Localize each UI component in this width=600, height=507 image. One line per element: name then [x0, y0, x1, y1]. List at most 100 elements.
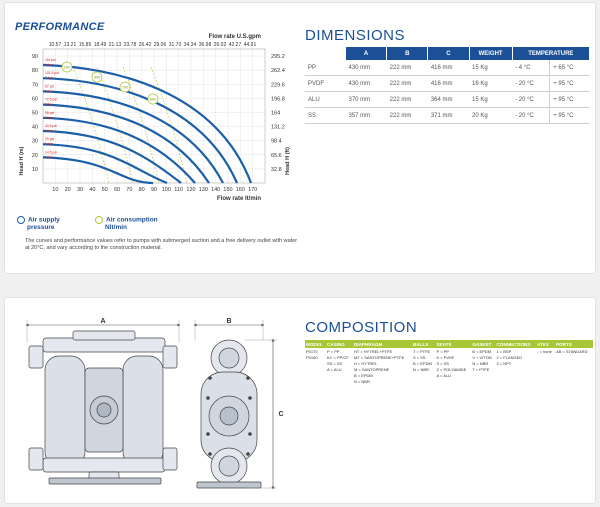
pump-front-view — [28, 330, 178, 485]
pressure-curve — [42, 143, 168, 185]
flow-tick-label: 100 — [162, 187, 171, 193]
air-consumption-legend: Air consumption Nlt/min — [95, 216, 158, 231]
air-consumption-marker — [91, 71, 103, 83]
pressure-label: 29 psi — [45, 137, 54, 141]
dimensions-value-cell: 222 mm — [386, 107, 428, 124]
dimension-b-line: B — [193, 318, 265, 340]
composition-atex-cell: - = none — [536, 348, 555, 385]
air-supply-label: Air supply — [28, 216, 60, 224]
air-consumption-marker — [119, 81, 131, 93]
air-consumption-marker — [61, 61, 73, 73]
composition-option: B = EPDM — [413, 361, 432, 366]
pressure-label: 5 bar — [45, 103, 54, 107]
composition-option: SS = SS — [326, 361, 343, 366]
dimensions-header-c: C — [427, 47, 470, 60]
flow-usgpm-tick-label: 15.85 — [79, 42, 92, 48]
flow-usgpm-tick-label: 42.27 — [229, 42, 242, 48]
pressure-label: 1 bar — [45, 155, 54, 159]
head-ft-tick-label: 262.4 — [271, 68, 285, 74]
flow-tick-label: 90 — [151, 187, 157, 193]
head-m-tick-label: 60 — [32, 96, 38, 102]
dimensions-value-cell: - 4 °C — [512, 60, 551, 76]
pressure-curve — [42, 156, 154, 185]
composition-option: N = NBR — [472, 361, 489, 366]
head-ft-tick-label: 131.2 — [271, 125, 285, 131]
air-consumption-marker-label: 400 — [94, 75, 101, 80]
dimensions-value-cell: 15 Kg — [469, 91, 513, 108]
dimensions-header-temperature: TEMPERATURE — [512, 47, 591, 60]
pressure-label: 7 bar — [45, 76, 54, 80]
dimensions-value-cell: 416 mm — [427, 75, 470, 92]
dimensions-value-cell: 357 mm — [345, 107, 387, 124]
air-consumption-marker-label: 700 — [122, 85, 129, 90]
composition-option: A = ALU — [436, 373, 452, 378]
dimensions-value-cell: 222 mm — [386, 60, 428, 76]
flow-tick-label: 110 — [174, 187, 183, 193]
flow-usgpm-tick-label: 23.78 — [124, 42, 137, 48]
head-m-tick-label: 50 — [32, 110, 38, 116]
dimensions-header-weight: WEIGHT — [469, 47, 513, 60]
dimensions-value-cell: 370 mm — [345, 91, 387, 108]
head-ft-tick-label: 196.8 — [271, 96, 285, 102]
air-consumption-sublabel: Nlt/min — [105, 224, 128, 231]
dimensions-value-cell: 416 mm — [427, 60, 470, 76]
composition-option: N = NBR — [413, 367, 429, 372]
composition-option: P0170 — [306, 349, 318, 354]
flow-tick-label: 130 — [199, 187, 208, 193]
flow-usgpm-tick-label: 21.13 — [109, 42, 122, 48]
dimensions-value-cell: 222 mm — [386, 75, 428, 92]
dimensions-header-blank — [305, 47, 346, 60]
dimensions-header-b: B — [386, 47, 429, 60]
flow-tick-label: 10 — [52, 187, 58, 193]
flow-usgpm-tick-label: 44.91 — [244, 42, 257, 48]
composition-option: 1 = BSP — [496, 349, 512, 354]
head-m-tick-label: 40 — [32, 125, 38, 131]
pressure-label: 2 bar — [45, 142, 54, 146]
dimensions-material-cell: ALU — [305, 91, 346, 108]
composition-ports-cell: AB = STANDARD — [555, 348, 593, 385]
drawing-composition-card: A B — [4, 297, 596, 504]
dimensions-header-a: A — [345, 47, 388, 60]
composition-option: N = NBR — [353, 379, 370, 384]
composition-option: 3 = NPT — [496, 361, 512, 366]
pressure-curve — [42, 129, 182, 184]
composition-option: V = VITON — [472, 355, 492, 360]
dimension-b-label: B — [226, 318, 231, 325]
pressure-label: 3 bar — [45, 129, 54, 133]
pressure-label: 43.5 psi — [45, 124, 57, 128]
composition-option: T = PTFE — [472, 367, 490, 372]
dimensions-value-cell: + 95 °C — [549, 91, 590, 108]
composition-option: B = EPDM — [472, 349, 492, 354]
head-m-tick-label: 80 — [32, 68, 38, 74]
composition-option: HT = HYTREL+PTFE — [353, 349, 393, 354]
dimensions-header-row: A B C WEIGHT TEMPERATURE — [305, 47, 591, 60]
pressure-curve — [42, 116, 196, 184]
pump-drawing: A B — [25, 318, 284, 490]
composition-option: P = PP — [436, 349, 449, 354]
flow-usgpm-tick-label: 34.34 — [184, 42, 197, 48]
composition-title: COMPOSITION — [305, 319, 418, 336]
head-m-tick-label: 20 — [32, 153, 38, 159]
head-ft-axis-label: Head H (ft) — [285, 147, 291, 175]
air-consumption-ring-icon — [95, 216, 103, 224]
pressure-label: 58 psi — [45, 111, 54, 115]
flow-usgpm-tick-label: 18.49 — [94, 42, 107, 48]
composition-option: K = PVDF — [436, 355, 455, 360]
head-m-tick-label: 30 — [32, 139, 38, 145]
composition-option: P = PP — [326, 349, 340, 354]
composition-option: P0160 — [306, 355, 318, 360]
air-consumption-marker-label: 800 — [150, 97, 157, 102]
dimensions-value-cell: - 20 °C — [512, 91, 551, 108]
flow-usgpm-tick-label: 26.42 — [139, 42, 152, 48]
dimensions-material-cell: SS — [305, 107, 346, 124]
dimensions-value-cell: 430 mm — [345, 75, 387, 92]
